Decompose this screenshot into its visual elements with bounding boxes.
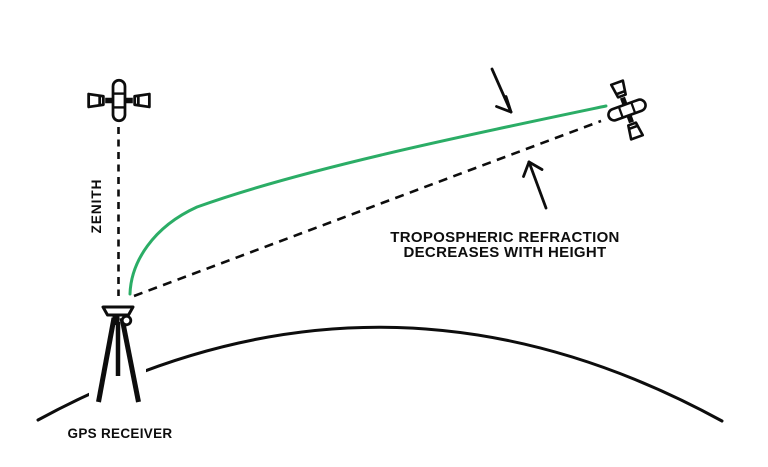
tropospheric-refraction-label-line2: DECREASES WITH HEIGHT	[404, 244, 607, 261]
low-elevation-satellite-icon	[599, 76, 655, 144]
gps-receiver-label: GPS RECEIVER	[68, 426, 173, 441]
zenith-label: ZENITH	[89, 179, 104, 234]
arrow-down-right-icon	[490, 67, 513, 114]
straight-signal-dashed-line	[133, 119, 602, 298]
gps-tripod-receiver-icon	[96, 305, 141, 403]
tropospheric-refraction-label-line1: TROPOSPHERIC REFRACTION	[390, 229, 619, 246]
refracted-signal-path	[128, 104, 608, 296]
arrow-up-left-icon	[522, 160, 548, 210]
zenith-satellite-icon	[89, 80, 150, 120]
